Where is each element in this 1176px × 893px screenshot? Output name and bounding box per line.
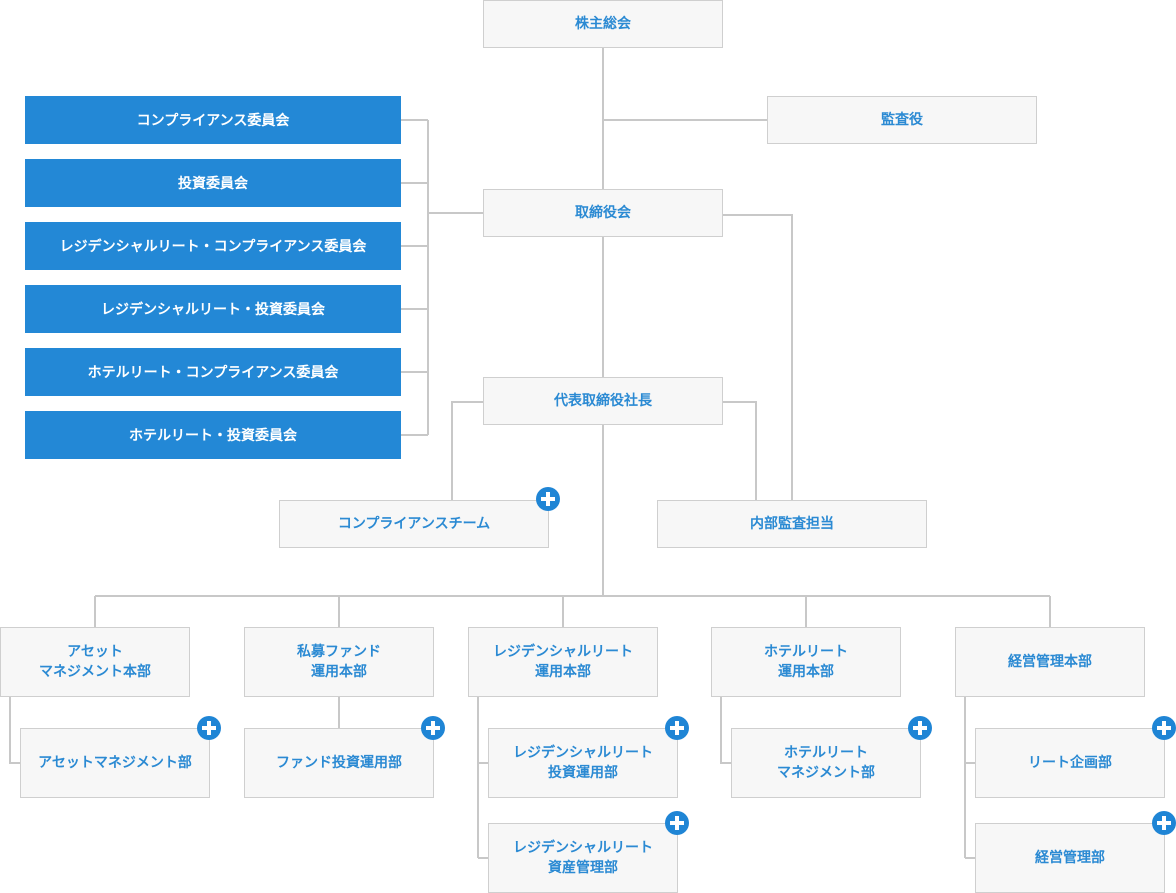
dept-label-line1: リート企画部: [1028, 755, 1112, 771]
division-hotel-reit: ホテルリート 運用本部: [711, 627, 901, 697]
committee-label: レジデンシャルリート・コンプライアンス委員会: [59, 239, 367, 255]
compliance-team-expand-icon[interactable]: [536, 487, 560, 511]
dept-label-line1: レジデンシャルリート: [513, 745, 653, 761]
compliance-team-label: コンプライアンスチーム: [337, 516, 491, 532]
committee-label: ホテルリート・投資委員会: [129, 428, 297, 444]
division-label-line1: レジデンシャルリート: [493, 644, 633, 660]
shareholders-meeting-label: 株主総会: [575, 16, 631, 32]
dept-label-line2: 投資運用部: [548, 765, 618, 781]
dept-asset-management-expand-icon[interactable]: [197, 716, 221, 740]
division-corporate-management: 経営管理本部: [955, 627, 1145, 697]
dept-residential-asset: レジデンシャルリート 資産管理部: [488, 823, 678, 893]
dept-label-line1: 経営管理部: [1035, 850, 1105, 866]
dept-label-line2: マネジメント部: [777, 765, 875, 781]
dept-hotel-management-expand-icon[interactable]: [908, 716, 932, 740]
division-label-line1: 私募ファンド: [297, 644, 381, 660]
committee-residential-compliance: レジデンシャルリート・コンプライアンス委員会: [25, 222, 401, 270]
dept-label-line2: 資産管理部: [548, 860, 618, 876]
dept-residential-investment-expand-icon[interactable]: [665, 716, 689, 740]
internal-audit-box: 内部監査担当: [657, 500, 927, 548]
auditor-box: 監査役: [767, 96, 1037, 144]
dept-label-line1: レジデンシャルリート: [513, 840, 653, 856]
committee-label: ホテルリート・コンプライアンス委員会: [87, 365, 339, 381]
division-label-line2: 運用本部: [778, 664, 834, 680]
committee-investment: 投資委員会: [25, 159, 401, 207]
division-label-line1: ホテルリート: [764, 644, 848, 660]
dept-label-line1: アセットマネジメント部: [38, 755, 192, 771]
board-label: 取締役会: [575, 205, 631, 221]
shareholders-meeting-box: 株主総会: [483, 0, 723, 48]
division-residential-reit: レジデンシャルリート 運用本部: [468, 627, 658, 697]
auditor-label: 監査役: [881, 112, 923, 128]
dept-fund-investment-expand-icon[interactable]: [421, 716, 445, 740]
dept-label-line1: ファンド投資運用部: [276, 755, 402, 771]
compliance-team-box: コンプライアンスチーム: [279, 500, 549, 548]
committee-hotel-investment: ホテルリート・投資委員会: [25, 411, 401, 459]
dept-asset-management: アセットマネジメント部: [20, 728, 210, 798]
division-private-fund: 私募ファンド 運用本部: [244, 627, 434, 697]
dept-residential-investment: レジデンシャルリート 投資運用部: [488, 728, 678, 798]
division-label-line2: マネジメント本部: [39, 664, 151, 680]
president-label: 代表取締役社長: [554, 393, 652, 409]
committee-label: 投資委員会: [178, 176, 248, 192]
division-label-line1: アセット: [67, 644, 123, 660]
committee-label: レジデンシャルリート・投資委員会: [101, 302, 325, 318]
committee-compliance: コンプライアンス委員会: [25, 96, 401, 144]
division-label-line2: 運用本部: [535, 664, 591, 680]
division-label-line2: 運用本部: [311, 664, 367, 680]
dept-corporate-management: 経営管理部: [975, 823, 1165, 893]
dept-fund-investment: ファンド投資運用部: [244, 728, 434, 798]
dept-hotel-management: ホテルリート マネジメント部: [731, 728, 921, 798]
dept-corporate-management-expand-icon[interactable]: [1152, 811, 1176, 835]
dept-reit-planning: リート企画部: [975, 728, 1165, 798]
committee-label: コンプライアンス委員会: [136, 113, 290, 129]
board-box: 取締役会: [483, 189, 723, 237]
dept-reit-planning-expand-icon[interactable]: [1152, 716, 1176, 740]
dept-residential-asset-expand-icon[interactable]: [665, 811, 689, 835]
dept-label-line1: ホテルリート: [784, 745, 868, 761]
division-label-line1: 経営管理本部: [1008, 654, 1092, 670]
committee-residential-investment: レジデンシャルリート・投資委員会: [25, 285, 401, 333]
internal-audit-label: 内部監査担当: [750, 516, 834, 532]
committee-hotel-compliance: ホテルリート・コンプライアンス委員会: [25, 348, 401, 396]
division-asset-management: アセット マネジメント本部: [0, 627, 190, 697]
president-box: 代表取締役社長: [483, 377, 723, 425]
